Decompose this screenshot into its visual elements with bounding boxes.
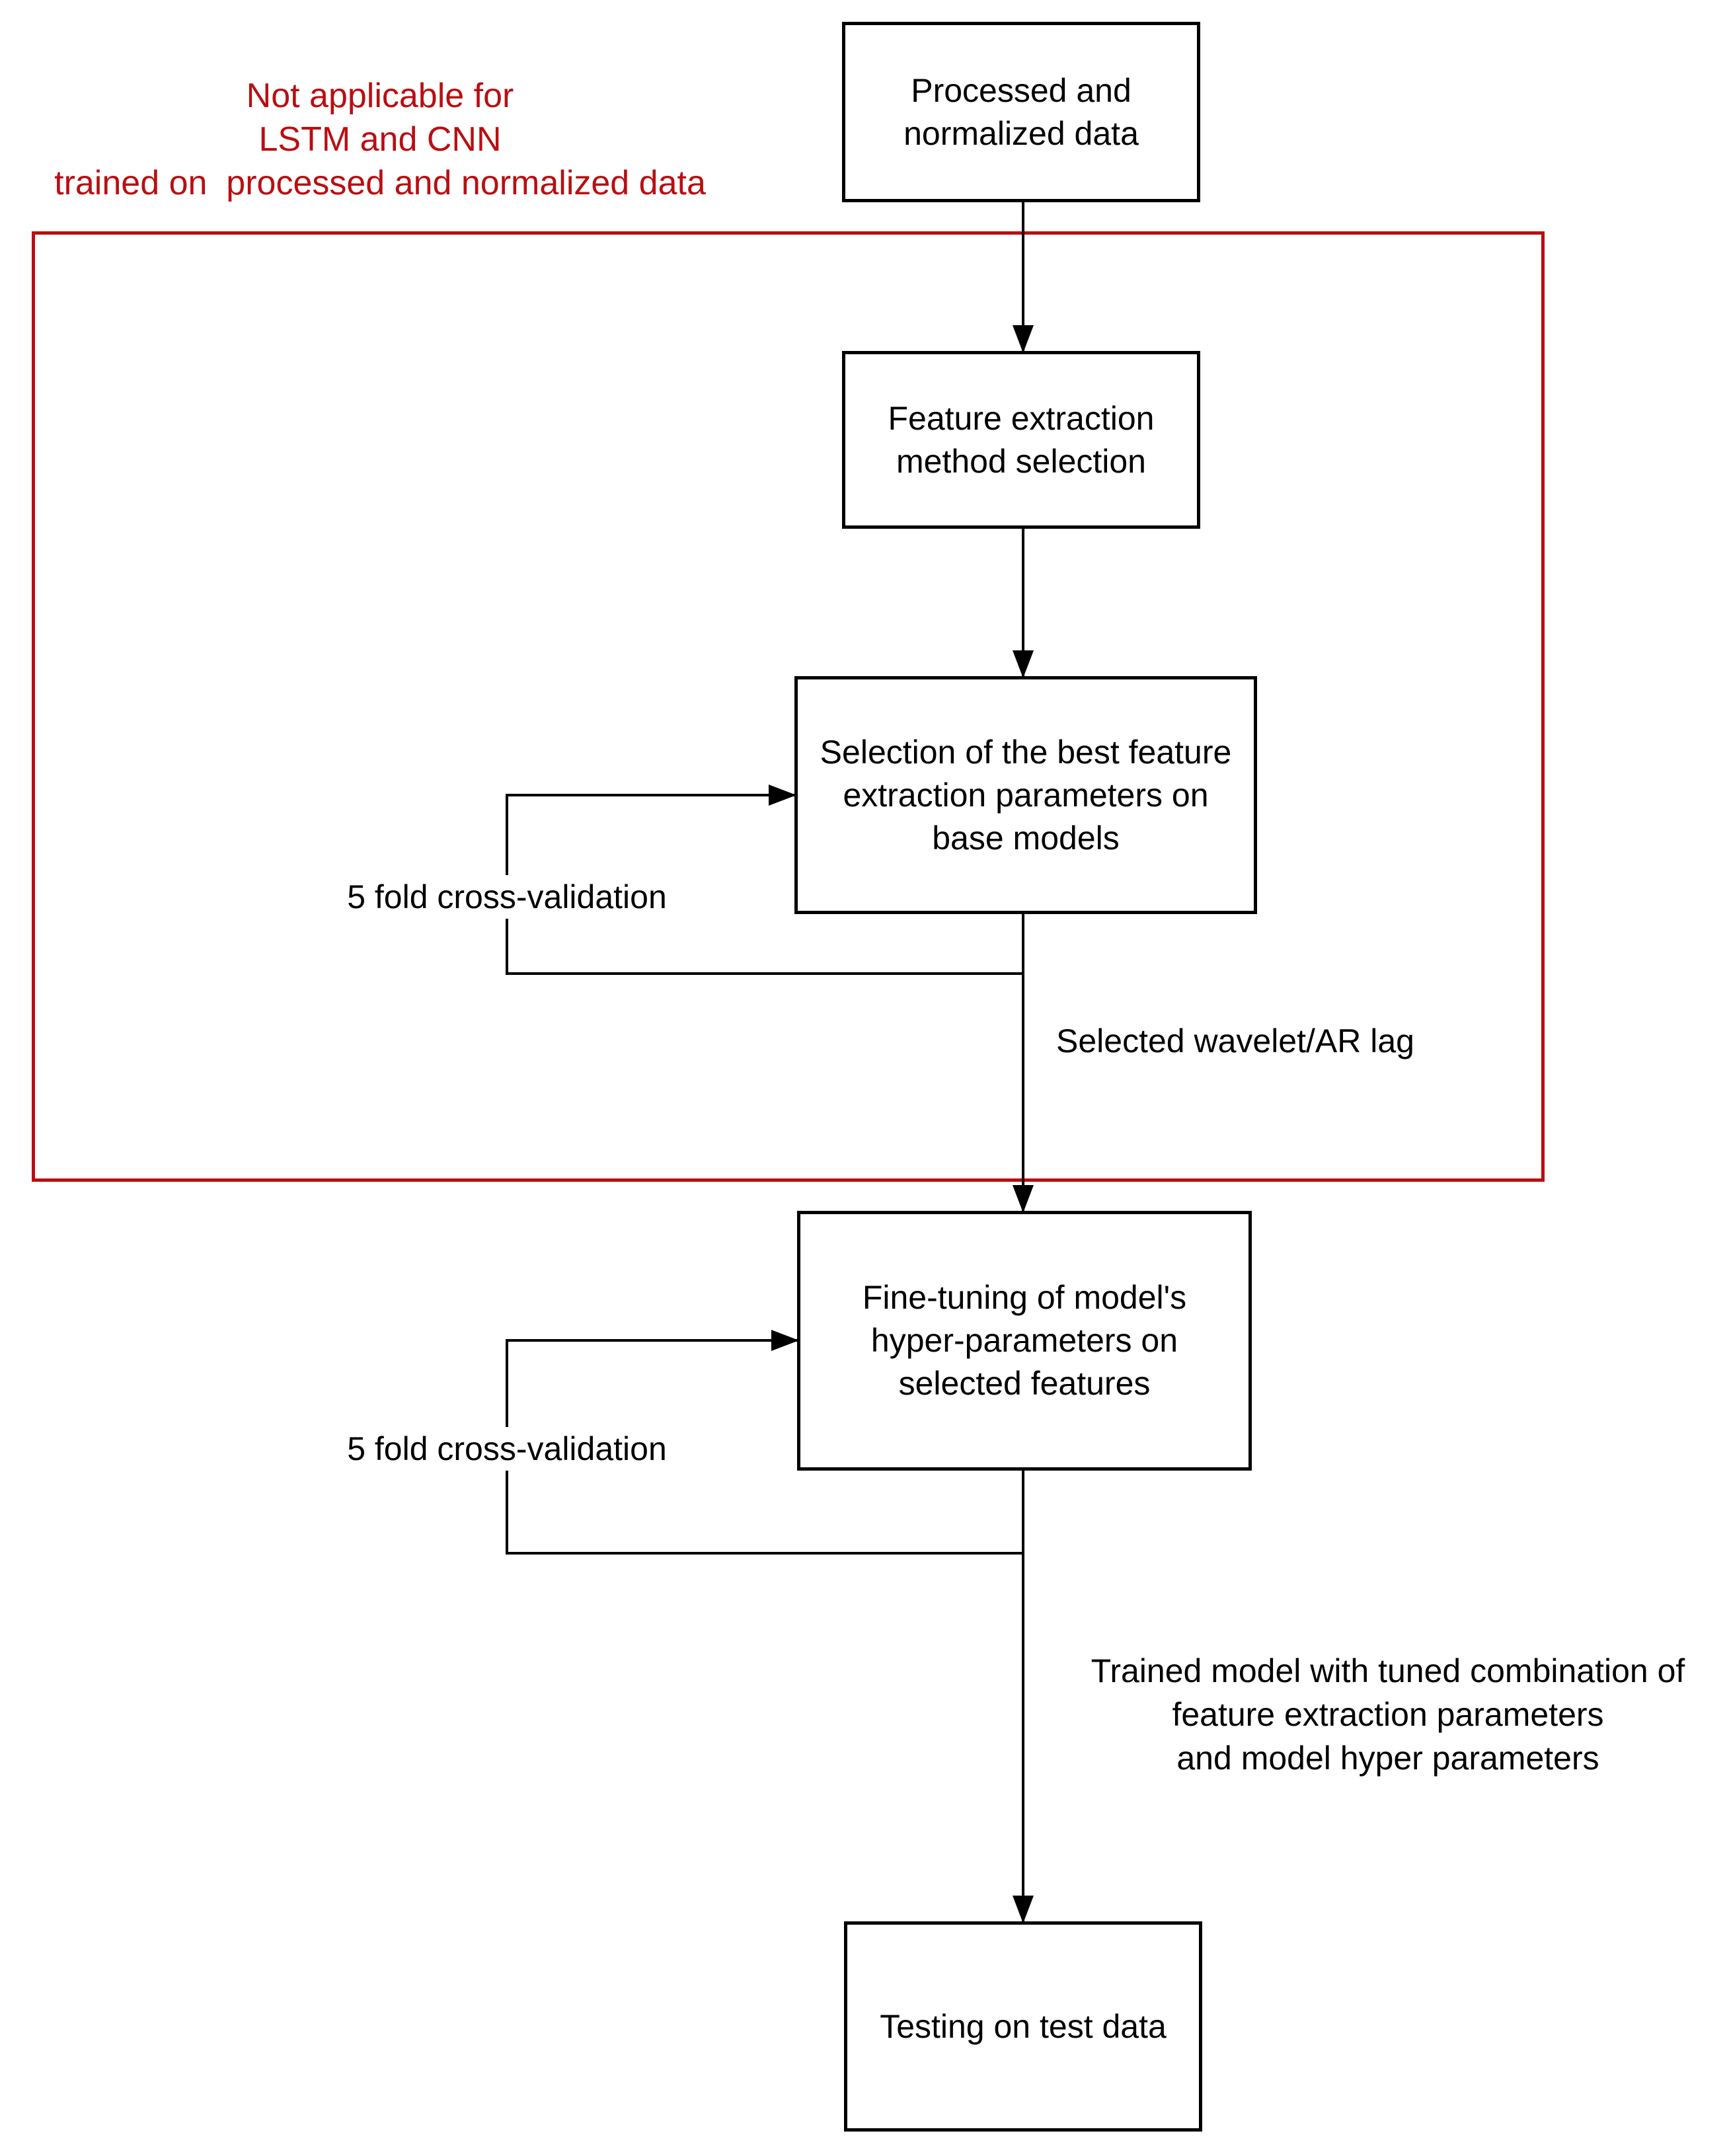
loop2-top-line: [506, 1339, 800, 1342]
edge-finetuning-to-testing: [1022, 1471, 1024, 1923]
loop2-bottom-line: [506, 1552, 1024, 1555]
not-applicable-annotation: Not applicable for LSTM and CNN trained …: [54, 77, 706, 202]
label-selected-wavelet-ar-lag: Selected wavelet/AR lag: [1056, 1022, 1414, 1059]
node-fine-tuning-hyper-parameters: Fine-tuning of model's hyper-parameters …: [797, 1211, 1252, 1471]
arrowhead-into-testing: [1013, 1896, 1034, 1923]
arrowhead-into-selection: [1013, 650, 1034, 678]
node-testing-on-test-data: Testing on test data: [844, 1921, 1202, 2132]
arrowhead-loop1-into-selection: [769, 785, 796, 806]
node-feature-extraction-method-selection: Feature extraction method selection: [842, 351, 1200, 529]
edge-processed-to-feature: [1022, 202, 1024, 354]
node-processed-normalized-data: Processed and normalized data: [842, 22, 1200, 202]
label-5-fold-cross-validation-2: 5 fold cross-validation: [309, 1427, 705, 1471]
edge-selection-to-finetuning: [1022, 914, 1024, 1213]
arrowhead-loop2-into-fine-tuning: [771, 1330, 799, 1351]
not-applicable-region-outline: [32, 231, 1545, 1182]
loop2-vertical-upper: [506, 1339, 508, 1432]
loop1-vertical-lower: [506, 915, 508, 975]
loop1-vertical-upper: [506, 794, 508, 880]
loop1-bottom-line: [506, 972, 1024, 975]
arrowhead-into-feature-extraction: [1013, 325, 1034, 353]
label-trained-model-tuned-combination: Trained model with tuned combination of …: [1091, 1652, 1685, 1777]
arrowhead-into-fine-tuning: [1013, 1185, 1034, 1213]
label-5-fold-cross-validation-1: 5 fold cross-validation: [309, 875, 705, 919]
loop1-top-line: [506, 794, 796, 796]
edge-feature-to-selection: [1022, 529, 1024, 679]
node-selection-best-feature-extraction-parameters: Selection of the best feature extraction…: [794, 676, 1257, 914]
loop2-vertical-lower: [506, 1466, 508, 1555]
